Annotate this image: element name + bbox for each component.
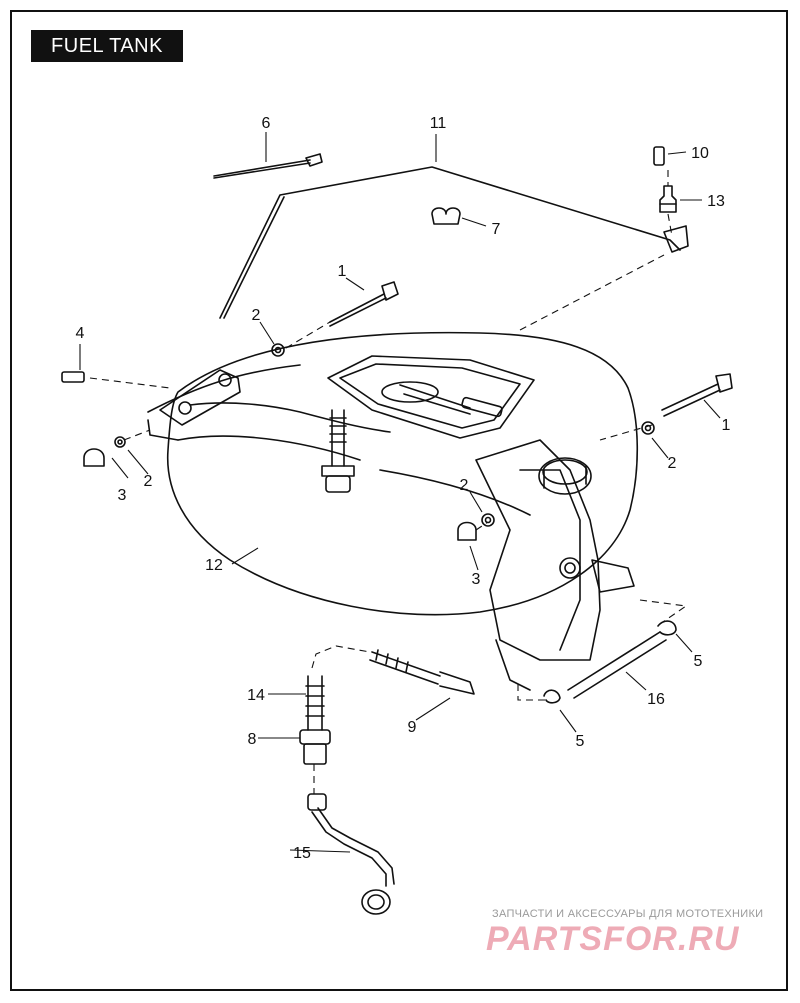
bolt-top (329, 293, 385, 323)
clip-nut (61, 371, 85, 383)
washer-2d (481, 513, 495, 527)
nut-3a (83, 448, 105, 467)
callout-7: 7 (492, 221, 501, 238)
bolt-right (661, 383, 719, 411)
watermark-logo: PARTSFOR.RU (486, 920, 740, 958)
callout-12: 12 (205, 557, 223, 574)
callout-11: 11 (430, 115, 447, 132)
callout-2-right: 2 (668, 455, 677, 472)
washer-2c (641, 421, 655, 435)
callout-15: 15 (293, 845, 311, 862)
callout-10: 10 (691, 145, 709, 162)
diagram-frame (10, 10, 788, 991)
callout-8: 8 (248, 731, 257, 748)
fuel-valve (299, 729, 331, 745)
pin (653, 146, 665, 166)
callout-2-upper-left: 2 (252, 307, 261, 324)
fuel-pump-plate (327, 355, 535, 439)
callout-9: 9 (408, 719, 417, 736)
callout-2-center: 2 (460, 477, 469, 494)
callout-5-right: 5 (694, 653, 703, 670)
fuel-hose-fitting (371, 651, 441, 677)
watermark-caption: ЗАПЧАСТИ И АКСЕССУАРЫ ДЛЯ МОТОТЕХНИКИ (492, 908, 764, 920)
fuel-line (317, 807, 395, 885)
callout-3-center: 3 (472, 571, 481, 588)
callout-4: 4 (76, 325, 85, 342)
vent-hose (567, 631, 661, 691)
callout-1-right: 1 (722, 417, 731, 434)
callout-3-left: 3 (118, 487, 127, 504)
clamp-5b (543, 689, 561, 704)
cable-tie (213, 159, 311, 177)
vent-fitting (659, 185, 677, 213)
hose-clip (431, 207, 461, 225)
callout-5-bottom: 5 (576, 733, 585, 750)
callout-13: 13 (707, 193, 725, 210)
hose-barb (307, 675, 323, 731)
fuel-tank-body (166, 331, 639, 616)
washer-2b (114, 436, 126, 448)
callout-2-left: 2 (144, 473, 153, 490)
callout-1-top: 1 (338, 263, 347, 280)
callout-16: 16 (647, 691, 665, 708)
filler-neck-housing (475, 439, 601, 661)
washer-2a (271, 343, 285, 357)
support-rod (219, 166, 681, 319)
callout-6: 6 (262, 115, 271, 132)
filler-cap (538, 457, 592, 495)
callout-14: 14 (247, 687, 265, 704)
page-title: FUEL TANK (31, 30, 183, 62)
nut-3b (457, 521, 477, 541)
